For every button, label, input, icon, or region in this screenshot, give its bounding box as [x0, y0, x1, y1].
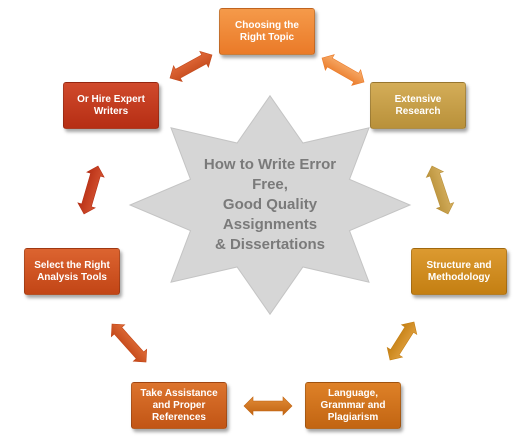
double-arrow-7 — [77, 165, 105, 215]
double-arrow-3 — [425, 165, 455, 215]
node-choosing-topic: Choosing the Right Topic — [219, 8, 315, 55]
center-title-line-1: How to Write Error — [203, 156, 337, 173]
double-arrow-2 — [321, 54, 365, 86]
node-analysis-tools: Select the Right Analysis Tools — [24, 248, 120, 295]
node-hire-writers: Or Hire Expert Writers — [63, 82, 159, 129]
double-arrow-6 — [110, 323, 148, 363]
node-extensive-research: Extensive Research — [370, 82, 466, 129]
center-title-line-5: & Dissertations — [214, 236, 326, 253]
double-arrow-1 — [169, 50, 213, 83]
node-structure-methodology: Structure and Methodology — [411, 248, 507, 295]
center-title-line-2: Free, — [252, 176, 288, 193]
center-star-shape — [128, 94, 412, 316]
double-arrow-5 — [243, 396, 293, 416]
center-title-line-3: Good Quality — [222, 196, 318, 213]
center-title-line-4: Assignments — [222, 216, 318, 233]
node-assistance-references: Take Assistance and Proper References — [131, 382, 227, 429]
double-arrow-4 — [386, 321, 418, 361]
center-title: How to Write Error Free, Good Quality As… — [160, 155, 380, 255]
arrow-group — [77, 50, 455, 416]
node-language-grammar: Language, Grammar and Plagiarism — [305, 382, 401, 429]
